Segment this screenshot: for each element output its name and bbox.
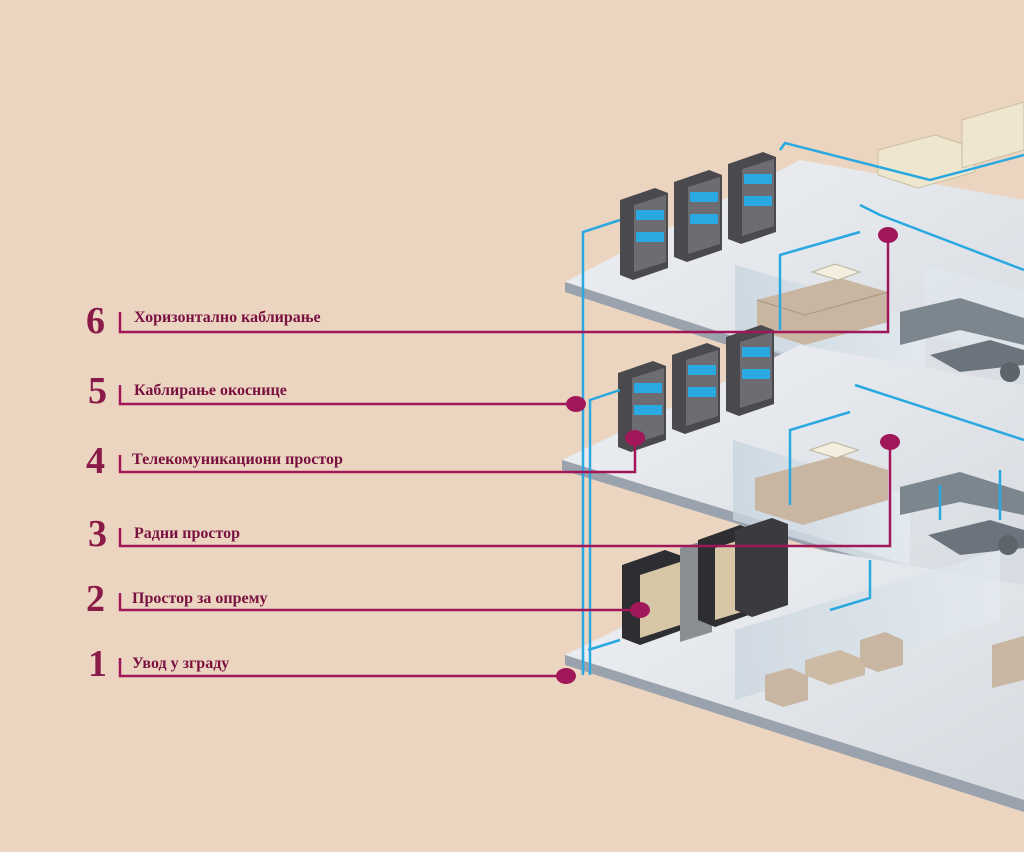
label-number-4: 4 (86, 440, 105, 482)
label-entrance-facility: Увод у зграду (132, 655, 230, 672)
dot-backbone-cabling (566, 396, 586, 412)
cabling (581, 141, 1024, 675)
label-equipment-room: Простор за опрему (132, 590, 268, 607)
label-telecom-space: Телекомуникациони простор (132, 451, 343, 468)
dot-entrance-facility (556, 668, 576, 684)
label-lines (118, 235, 892, 678)
dot-horizontal-cabling (878, 227, 898, 243)
dot-work-area (880, 434, 900, 450)
label-horizontal-cabling: Хоризонтално каблирање (134, 309, 321, 326)
label-dots (556, 227, 900, 684)
label-number-2: 2 (86, 578, 105, 620)
label-backbone-cabling: Каблирање окоснице (134, 382, 287, 399)
floor-bottom (565, 518, 1024, 812)
dot-telecom-space (625, 430, 645, 446)
label-number-6: 6 (86, 300, 105, 342)
label-number-3: 3 (88, 513, 107, 555)
telecom-racks-top (620, 152, 776, 280)
label-number-1: 1 (88, 643, 107, 685)
dot-equipment-room (630, 602, 650, 618)
label-number-5: 5 (88, 370, 107, 412)
telecom-racks-middle (618, 325, 774, 452)
label-work-area: Радни простор (134, 525, 241, 542)
